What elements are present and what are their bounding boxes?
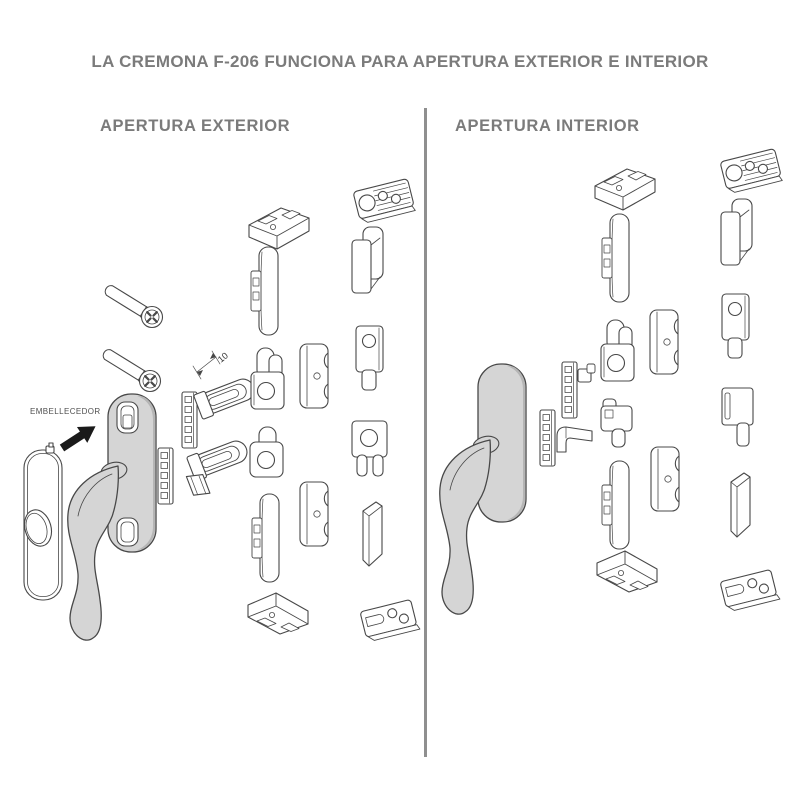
clip-plate <box>251 493 280 583</box>
embellecedor-label: EMBELLECEDOR <box>30 407 101 416</box>
keeper-block <box>351 226 384 294</box>
top-bracket <box>248 207 310 250</box>
slotted-rack-plate <box>181 391 198 449</box>
bottom-striker-plate <box>719 568 781 613</box>
latch-keeper <box>650 446 680 512</box>
latch-keeper <box>299 343 329 409</box>
latch-keeper <box>299 481 329 547</box>
page-title: LA CREMONA F-206 FUNCIONA PARA APERTURA … <box>91 52 709 71</box>
cam-lock <box>249 426 284 478</box>
section-header-interior: APERTURA INTERIOR <box>455 117 640 135</box>
mounting-screw <box>102 348 162 393</box>
bottom-bracket <box>247 592 309 635</box>
angle-bracket <box>556 426 593 453</box>
corner-plate <box>721 293 750 359</box>
striker-plate <box>352 177 416 225</box>
bottom-striker-plate <box>359 598 421 643</box>
dimension-label: 10 <box>216 350 230 364</box>
keeper-block <box>720 198 753 266</box>
cam-lock <box>600 398 633 448</box>
exterior-diagram: EMBELLECEDOR 10 <box>19 177 421 643</box>
mounting-screw <box>104 284 164 329</box>
slotted-rack-plate <box>561 361 578 419</box>
clip-plate <box>601 213 630 303</box>
cam-lock <box>600 319 635 382</box>
slotted-rack-plate <box>157 447 174 505</box>
section-divider <box>424 108 427 757</box>
dimension-annotation: 10 <box>192 350 230 380</box>
top-bracket <box>594 168 656 211</box>
slot-plate <box>721 387 754 447</box>
striker-plate <box>719 147 783 195</box>
arrow-icon <box>56 418 101 456</box>
corner-plate <box>355 325 384 391</box>
cover-plate-escutcheon <box>19 442 63 601</box>
latch-keeper <box>649 309 679 375</box>
prism-keeper <box>730 472 751 538</box>
bottom-bracket <box>596 550 658 593</box>
clip-plate <box>250 246 279 336</box>
locking-bolt <box>192 373 259 421</box>
prism-keeper <box>362 501 383 567</box>
tab-piece <box>577 363 596 383</box>
cam-lock <box>250 347 285 410</box>
prong-plate <box>351 420 388 477</box>
section-header-exterior: APERTURA EXTERIOR <box>100 117 291 135</box>
slotted-rack-plate <box>539 409 556 467</box>
clip-plate <box>601 460 630 550</box>
interior-diagram <box>439 147 783 615</box>
